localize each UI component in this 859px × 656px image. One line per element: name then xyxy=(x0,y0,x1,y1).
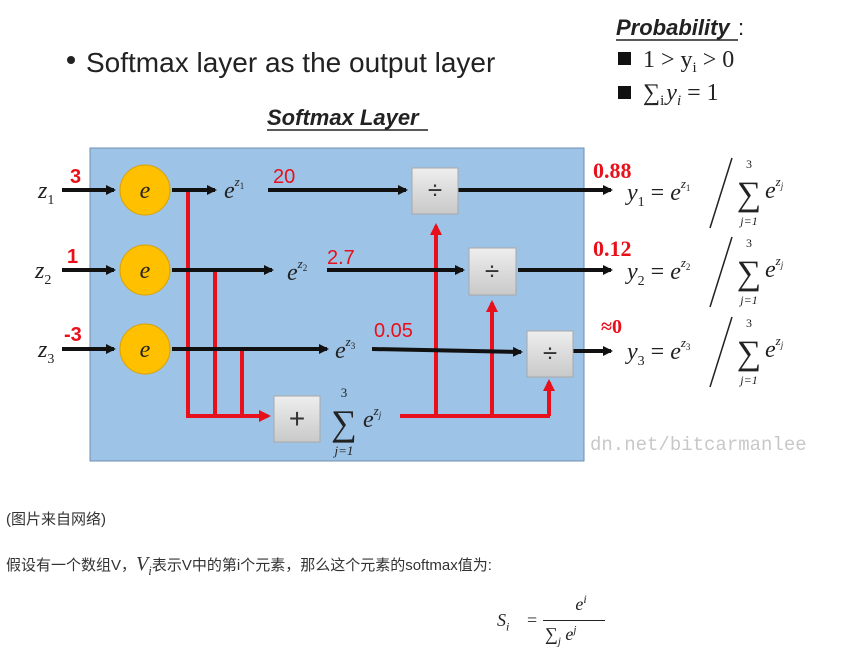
prob-value-2: 0.12 xyxy=(593,236,632,261)
svg-text:y1=ez1: y1=ez1 xyxy=(625,176,690,210)
svg-text:∑: ∑ xyxy=(331,403,357,443)
svg-text:j=1: j=1 xyxy=(738,373,757,387)
svg-text:+: + xyxy=(289,403,305,434)
prob-value-1: 0.88 xyxy=(593,158,632,183)
divide-box-3: ÷ xyxy=(526,330,574,378)
exp-node-1: e xyxy=(119,164,171,216)
intro-after: 表示V中的第i个元素，那么这个元素的softmax值为: xyxy=(151,557,492,574)
input-label-1: z1 xyxy=(37,178,54,208)
svg-text:ezj: ezj xyxy=(765,174,784,204)
input-label-3: z3 xyxy=(37,337,54,367)
prob-bullet-1 xyxy=(618,52,631,65)
input-value-3: -3 xyxy=(64,324,82,346)
softmax-diagram: Softmax layer as the output layer Probab… xyxy=(34,15,807,462)
intro-variable: Vi xyxy=(136,553,152,578)
svg-text:e: e xyxy=(140,178,151,204)
svg-text:3: 3 xyxy=(746,316,752,330)
svg-text:∑: ∑ xyxy=(737,255,761,292)
input-value-1: 3 xyxy=(70,166,81,188)
svg-text:e: e xyxy=(140,337,151,363)
exp-value-3: 0.05 xyxy=(374,320,413,342)
prob-value-3: ≈0 xyxy=(601,316,622,338)
exp-value-2: 2.7 xyxy=(327,247,355,269)
bullet-text: Softmax layer as the output layer xyxy=(86,47,495,78)
prob-rule-1: 1 > yi> 0 xyxy=(643,47,734,76)
exp-output-1: ez1 xyxy=(224,174,244,204)
intro-before: 假设有一个数组V， xyxy=(6,557,137,574)
svg-text:÷: ÷ xyxy=(485,256,499,286)
svg-text:j=1: j=1 xyxy=(738,214,757,228)
output-formula-3: y3=ez3 3 ∑ j=1 ezj xyxy=(625,316,784,388)
softmax-layer-box xyxy=(89,147,585,462)
svg-text:3: 3 xyxy=(341,385,348,400)
divide-box-1: ÷ xyxy=(411,167,459,215)
sum-expression: 3 ∑ j=1 ezj xyxy=(331,385,382,458)
svg-text:3: 3 xyxy=(746,236,752,250)
svg-text:j=1: j=1 xyxy=(333,443,354,458)
exp-output-2: ez2 xyxy=(287,256,307,286)
divide-box-2: ÷ xyxy=(468,247,517,296)
red-routing xyxy=(186,190,555,422)
equation-equals: = xyxy=(527,610,538,630)
input-value-2: 1 xyxy=(67,246,78,268)
svg-text:∑: ∑ xyxy=(737,176,761,213)
svg-text:e: e xyxy=(140,258,151,284)
equation-lhs: Si xyxy=(497,610,510,634)
svg-text:ezj: ezj xyxy=(765,333,784,363)
svg-text:∑: ∑ xyxy=(737,335,761,372)
prob-rule-2: ∑iyi= 1 xyxy=(643,80,719,109)
svg-text:÷: ÷ xyxy=(428,175,442,205)
bullet-dot xyxy=(67,56,75,64)
equation-numerator: ei xyxy=(575,592,587,614)
plus-box: + xyxy=(273,395,321,443)
svg-text:3: 3 xyxy=(746,157,752,171)
exp-node-2: e xyxy=(119,244,171,296)
exp-value-1: 20 xyxy=(273,166,295,188)
watermark: dn.net/bitcarmanlee xyxy=(590,434,807,456)
svg-text:ezj: ezj xyxy=(765,253,784,283)
output-formula-1: y1=ez1 3 ∑ j=1 ezj xyxy=(625,157,784,229)
fraction-bar xyxy=(543,620,605,621)
intro-paragraph: 假设有一个数组V，Vi表示V中的第i个元素，那么这个元素的softmax值为: xyxy=(6,553,492,579)
probability-title: Probability xyxy=(616,15,731,40)
probability-colon: : xyxy=(738,15,744,40)
prob-bullet-2 xyxy=(618,86,631,99)
svg-text:y2=ez2: y2=ez2 xyxy=(625,255,690,289)
equation-denominator: ∑j ej xyxy=(545,624,577,648)
softmax-equation: Si = ei ∑j ej xyxy=(497,590,607,652)
black-flow xyxy=(62,185,613,357)
output-formula-2: y2=ez2 3 ∑ j=1 ezj xyxy=(625,236,784,308)
input-label-2: z2 xyxy=(34,258,51,288)
layer-title: Softmax Layer xyxy=(267,105,420,130)
svg-text:÷: ÷ xyxy=(543,338,557,368)
svg-text:y3=ez3: y3=ez3 xyxy=(625,335,691,369)
svg-text:j=1: j=1 xyxy=(738,293,757,307)
exp-output-3: ez3 xyxy=(335,334,356,364)
image-caption: (图片来自网络) xyxy=(6,511,106,528)
exp-node-3: e xyxy=(119,323,171,375)
svg-text:ezj: ezj xyxy=(363,403,382,433)
